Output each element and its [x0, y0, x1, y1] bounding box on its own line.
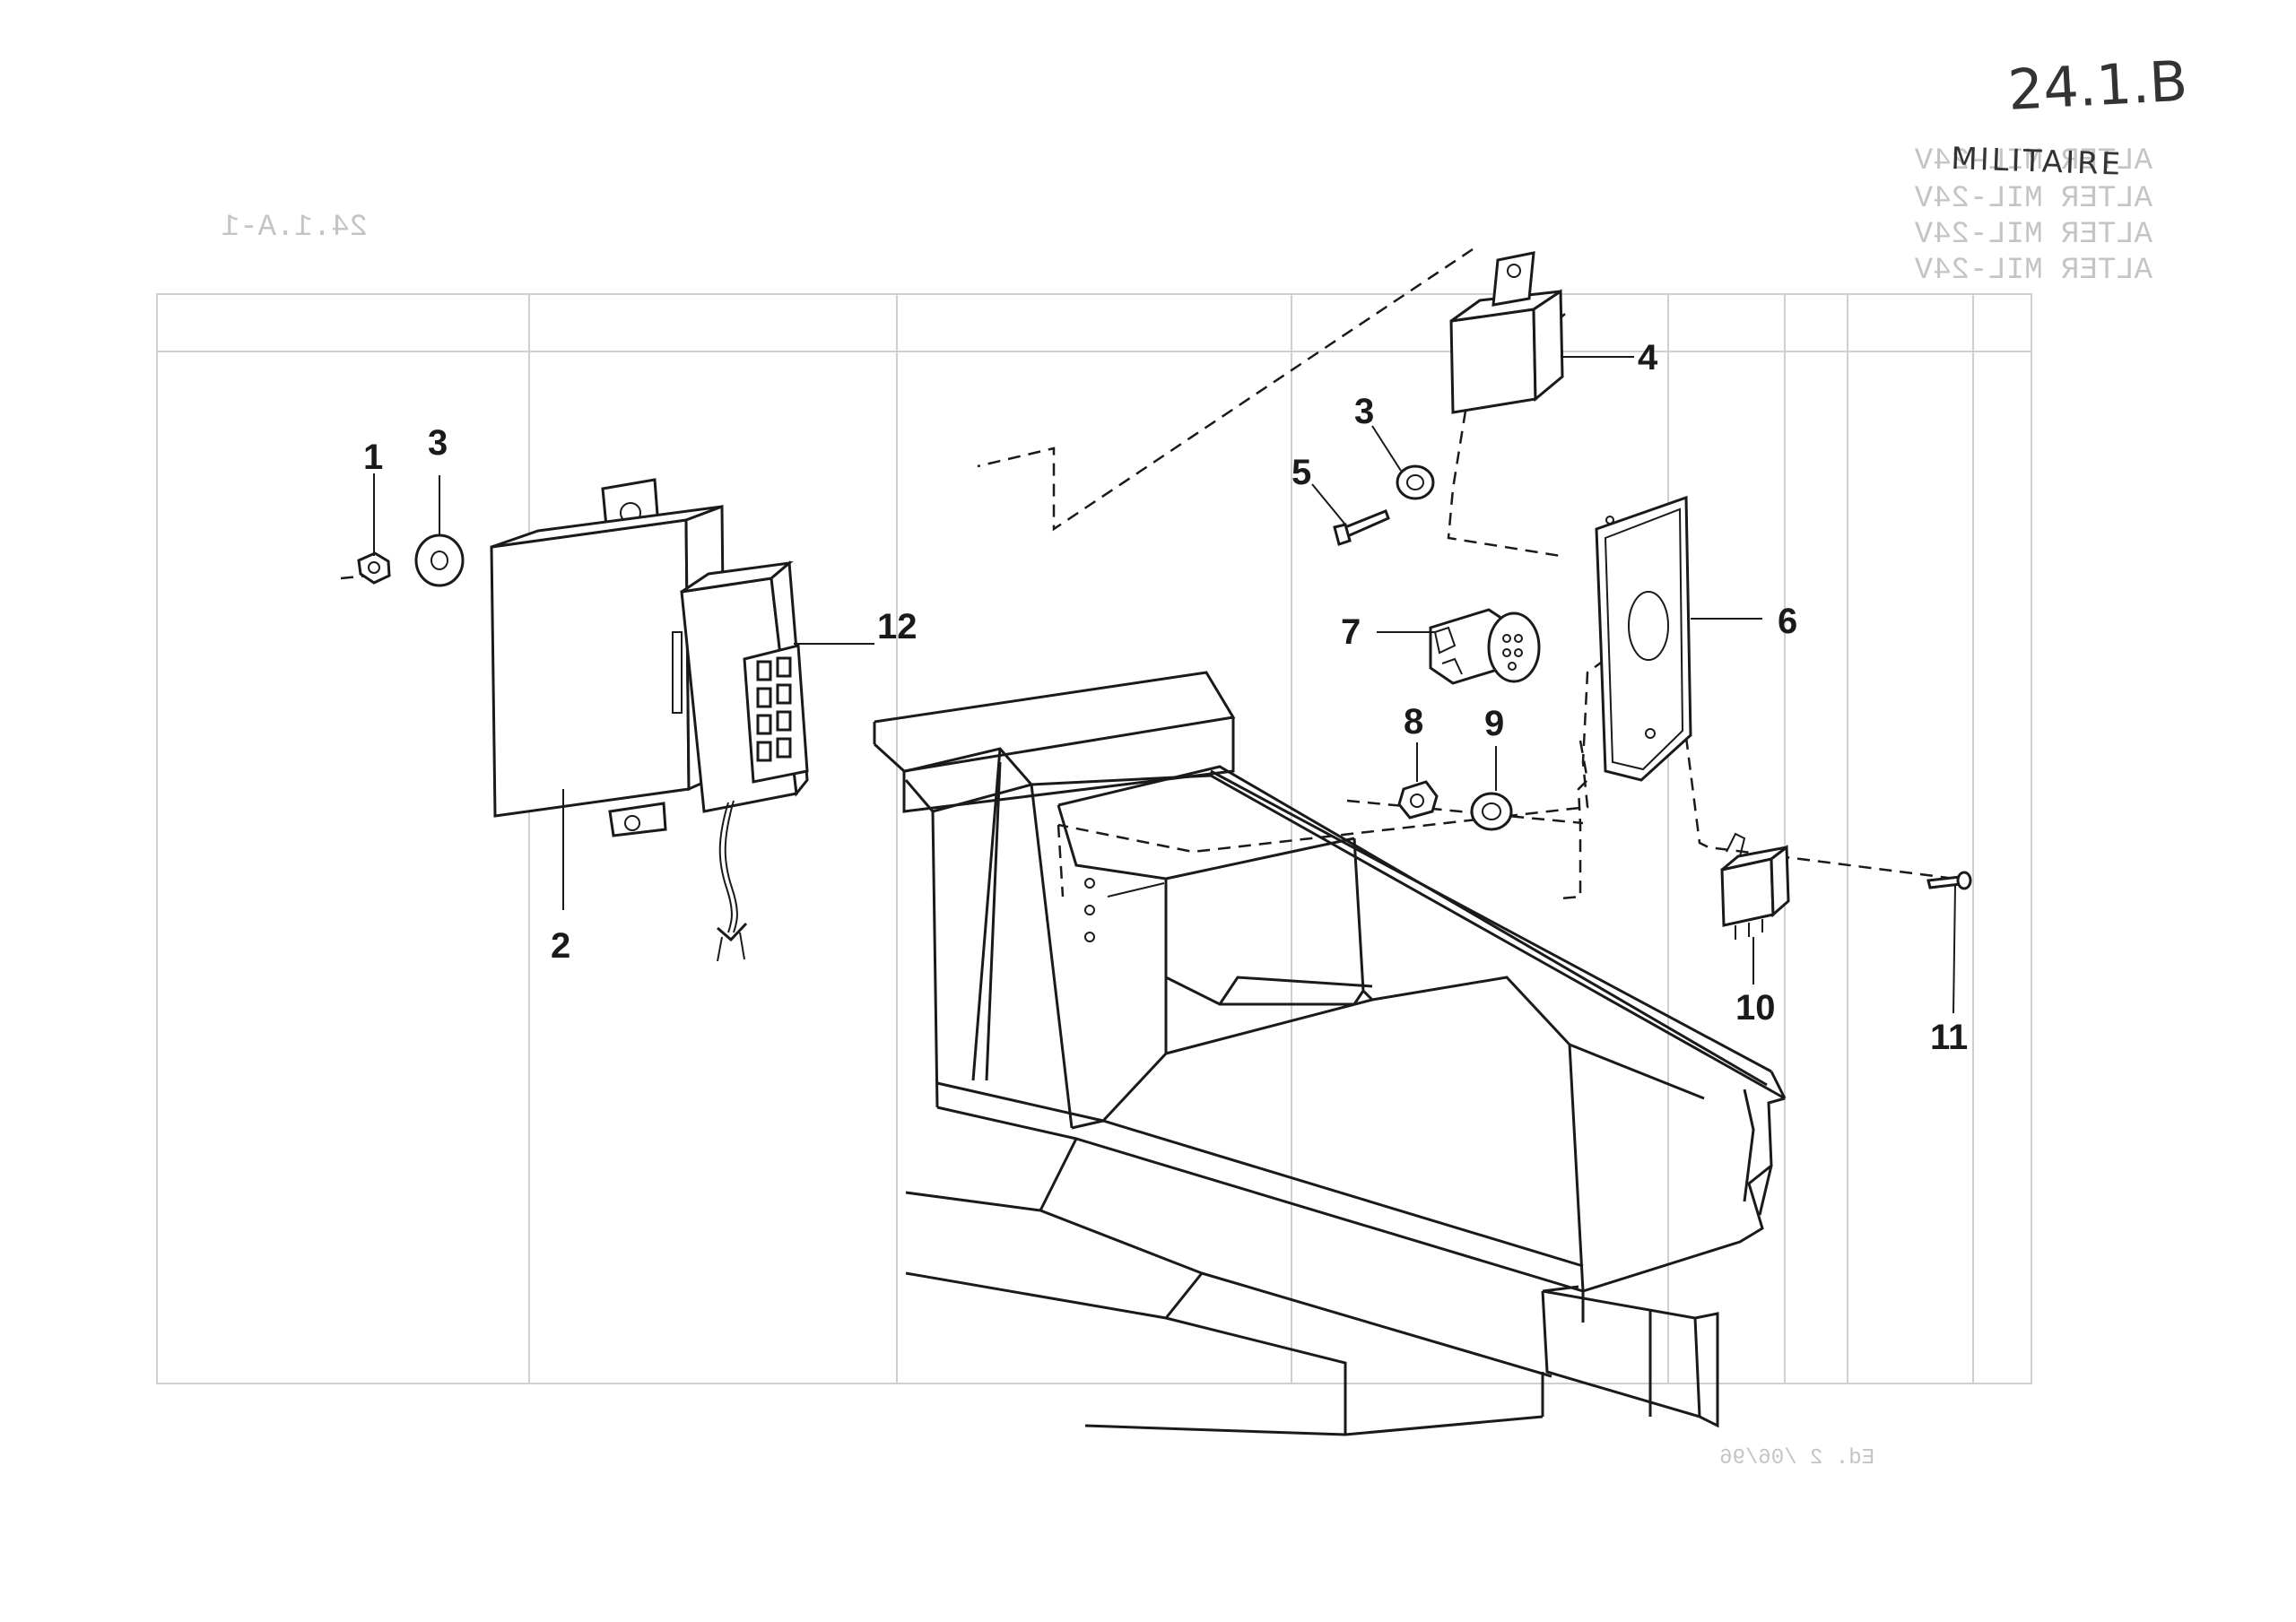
- callout-12: 12: [877, 607, 918, 646]
- leader-lines: [373, 356, 1956, 1014]
- bleed-through-parts-table: 24.1.A-1 ALTER MIL-24V ALTER MIL-24V ALT…: [156, 144, 2152, 1470]
- callout-1: 2: [551, 926, 570, 966]
- bleed-through-model-line: ALTER MIL-24V: [1914, 182, 2152, 216]
- bleed-through-model-line: ALTER MIL-24V: [1914, 144, 2152, 178]
- callouts: 1 3 2 12 4 3 5 6 7 8 9 10 11: [363, 338, 1968, 1057]
- mounting-plate-6: [1595, 495, 1692, 782]
- left-hardware: [357, 533, 465, 587]
- hardware: [1333, 464, 1513, 831]
- vehicle-chassis: [873, 671, 1787, 1436]
- small-relay-10: [1720, 832, 1790, 940]
- callout-3-left: 3: [428, 423, 448, 463]
- washer-3-left: [414, 533, 465, 587]
- callout-3-upper: 3: [1354, 392, 1374, 431]
- callout-6: 6: [1778, 602, 1797, 641]
- nut-2: [357, 551, 391, 585]
- bleed-through-footer: Ed. 2 /06/96: [1719, 1446, 1874, 1470]
- bleed-through-section: 24.1.A-1: [222, 211, 368, 245]
- callout-11: 11: [1930, 1018, 1968, 1057]
- relay-unit-4: [1449, 251, 1564, 414]
- callout-9: 9: [1484, 704, 1504, 743]
- bleed-through-model-line: ALTER MIL-24V: [1914, 218, 2152, 252]
- callout-4: 4: [1638, 338, 1658, 377]
- nut-8: [1397, 780, 1439, 820]
- washer-9: [1470, 792, 1513, 831]
- screw-11: [1926, 871, 1972, 890]
- callout-10: 10: [1735, 988, 1776, 1028]
- callout-5: 5: [1292, 453, 1311, 492]
- terminal-block-12: [680, 559, 809, 962]
- page-reference: 24.1.B: [2006, 48, 2189, 123]
- callout-2: 1: [363, 438, 383, 477]
- callout-8: 8: [1404, 702, 1423, 742]
- variant-label: MILITAIRE: [1951, 141, 2124, 183]
- callout-7: 7: [1341, 612, 1361, 652]
- bleed-through-model-line: ALTER MIL-24V: [1914, 254, 2152, 288]
- connector-socket-7: [1429, 608, 1541, 685]
- washer-3-upper: [1396, 464, 1435, 500]
